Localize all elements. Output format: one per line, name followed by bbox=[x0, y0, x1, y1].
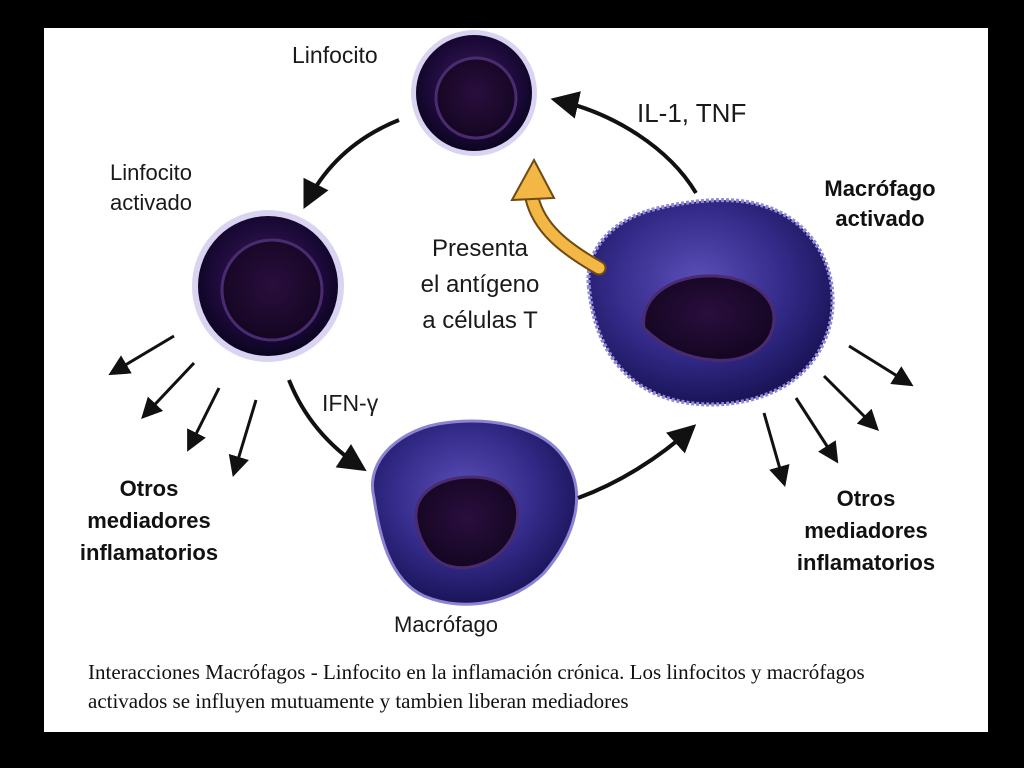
antigen-presentation-label-line2: el antígeno bbox=[420, 271, 540, 298]
right-mediator-arrows bbox=[762, 344, 914, 488]
arrow-il1-tnf bbox=[550, 91, 698, 195]
activated-macrophage-label-line2: activado bbox=[835, 206, 925, 231]
activated-lymphocyte-label-line1: Linfocito bbox=[110, 160, 192, 185]
antigen-presentation-label-line1: Presenta bbox=[431, 235, 529, 262]
activated-lymphocyte-label-line2: activado bbox=[110, 190, 192, 215]
activated-macrophage-cell bbox=[586, 198, 835, 407]
left-mediators-label-line3: inflamatorios bbox=[79, 540, 219, 565]
right-mediators-label-line2: mediadores bbox=[804, 518, 928, 543]
activated-lymphocyte-cell bbox=[192, 210, 344, 362]
figure-caption: Interacciones Macrófagos - Linfocito en … bbox=[88, 660, 865, 713]
right-mediators-label-line3: inflamatorios bbox=[796, 550, 936, 575]
macrophage-label: Macrófago bbox=[394, 612, 498, 637]
lymphocyte-label: Linfocito bbox=[292, 42, 378, 68]
ifn-gamma-label: IFN-γ bbox=[322, 390, 379, 416]
slide-panel: Linfocito Linfocito activado IL-1, TNF M… bbox=[44, 28, 988, 732]
arrow-lymphocyte-to-activated bbox=[303, 118, 400, 210]
il1-tnf-label: IL-1, TNF bbox=[637, 98, 747, 128]
antigen-presentation-arrow bbox=[510, 157, 607, 276]
diagram-figure bbox=[108, 30, 914, 606]
arrow-macrophage-activation bbox=[577, 424, 697, 500]
left-mediators-label-line2: mediadores bbox=[87, 508, 211, 533]
left-mediator-arrows bbox=[108, 334, 258, 478]
macrophage-cell bbox=[371, 419, 579, 606]
antigen-presentation-label-line3: a células T bbox=[422, 307, 538, 334]
cycle-arrows bbox=[287, 91, 698, 500]
arrow-ifn-gamma bbox=[287, 379, 367, 472]
activated-macrophage-label-line1: Macrófago bbox=[824, 176, 936, 201]
right-mediators-label-line1: Otros bbox=[836, 486, 896, 511]
left-mediators-label-line1: Otros bbox=[119, 476, 179, 501]
lymphocyte-cell bbox=[411, 30, 537, 156]
